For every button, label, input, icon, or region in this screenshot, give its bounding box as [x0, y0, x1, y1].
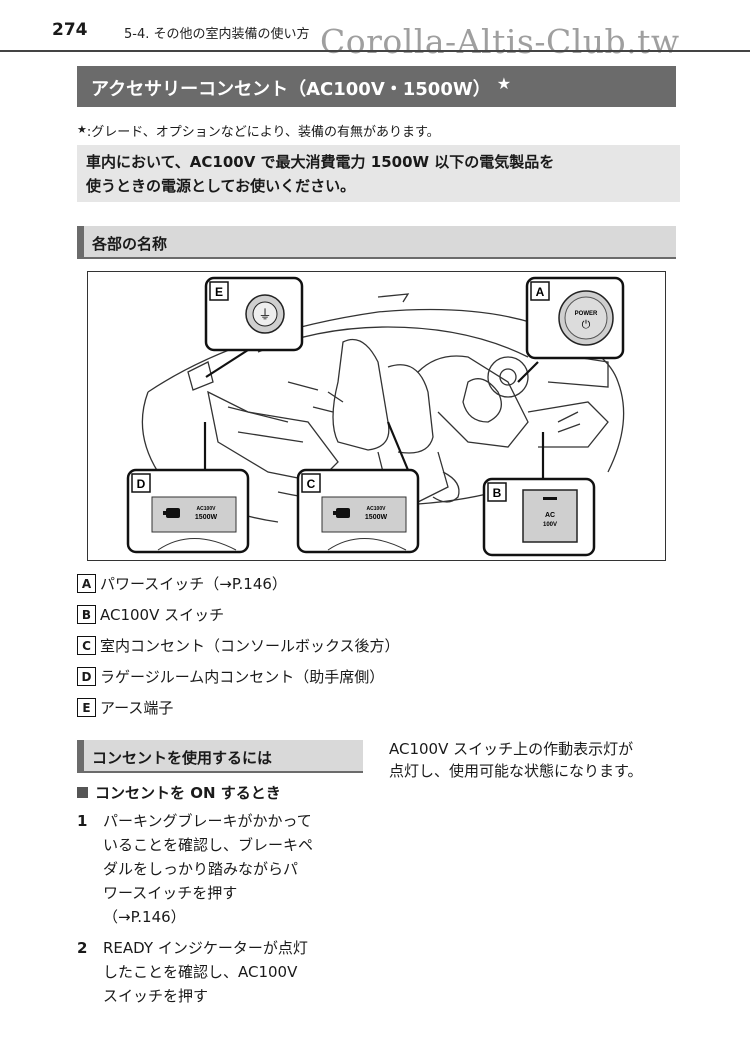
header-rule: [0, 50, 750, 52]
callout-a: A POWER ⏻: [525, 276, 625, 360]
outlet-label-2: 1500W: [365, 514, 388, 521]
star-icon: ★: [496, 74, 512, 93]
callout-c-label: C: [307, 477, 316, 491]
power-icon: ⏻: [582, 318, 591, 331]
legend-item: E アース端子: [77, 692, 400, 723]
indicator-line-1: AC100V スイッチ上の作動表示灯が: [389, 740, 634, 758]
step-text: パーキングブレーキがかかって いることを確認し、ブレーキペ ダルをしっかり踏みな…: [103, 812, 314, 926]
star-icon: ★: [77, 123, 87, 136]
legend-badge: C: [77, 636, 96, 655]
legend-item: B AC100V スイッチ: [77, 599, 400, 630]
callout-c: C AC100V 1500W: [296, 468, 420, 554]
availability-note-text: :グレード、オプションなどにより、装備の有無があります。: [86, 125, 440, 140]
availability-note: ★:グレード、オプションなどにより、装備の有無があります。: [77, 121, 440, 140]
outlet-label-1: AC100V: [197, 506, 217, 512]
step-number: 1: [77, 812, 88, 830]
indicator-explanation: AC100V スイッチ上の作動表示灯が 点灯し、使用可能な状態になります。: [389, 738, 689, 782]
watermark: Corolla-Altis-Club.tw: [320, 22, 680, 61]
callout-e-label: E: [215, 285, 223, 299]
procedure-step: 1 パーキングブレーキがかかって いることを確認し、ブレーキペ ダルをしっかり踏…: [77, 809, 367, 929]
page-title-text: アクセサリーコンセント（AC100V・1500W）: [91, 79, 491, 100]
callout-b: B AC 100V: [482, 477, 596, 557]
step-number: 2: [77, 939, 88, 957]
ground-icon: ⏚: [258, 308, 271, 323]
on-procedure-heading-text: コンセントを ON するとき: [95, 784, 281, 802]
section-path: 5-4. その他の室内装備の使い方: [124, 27, 310, 42]
legend-text: ラゲージルーム内コンセント（助手席側）: [100, 668, 385, 686]
intro-line-2: 使うときの電源としてお使いください。: [86, 177, 356, 195]
usage-section-heading: コンセントを使用するには: [77, 740, 363, 773]
legend-text: アース端子: [100, 699, 174, 717]
legend-text: パワースイッチ（→P.146）: [100, 575, 287, 593]
square-bullet-icon: [77, 787, 88, 798]
legend-badge: E: [77, 698, 96, 717]
callout-b-label: B: [493, 486, 502, 500]
procedure-steps: 1 パーキングブレーキがかかって いることを確認し、ブレーキペ ダルをしっかり踏…: [77, 809, 367, 1015]
legend-badge: B: [77, 605, 96, 624]
page-number: 274: [52, 20, 88, 40]
legend-badge: A: [77, 574, 96, 593]
switch-label-2: 100V: [543, 522, 557, 528]
legend-text: AC100V スイッチ: [100, 606, 225, 624]
page-title: アクセサリーコンセント（AC100V・1500W） ★: [77, 66, 676, 107]
interior-illustration: E ⏚ A POWER ⏻ D AC100V 1500W: [87, 271, 666, 561]
parts-section-heading: 各部の名称: [77, 226, 676, 259]
callout-a-label: A: [536, 285, 545, 299]
outlet-label-1: AC100V: [367, 506, 387, 512]
callout-d: D AC100V 1500W: [126, 468, 250, 554]
legend-text: 室内コンセント（コンソールボックス後方）: [100, 637, 400, 655]
intro-box: 車内において、AC100V で最大消費電力 1500W 以下の電気製品を 使うと…: [77, 145, 680, 202]
legend-item: D ラゲージルーム内コンセント（助手席側）: [77, 661, 400, 692]
parts-legend: A パワースイッチ（→P.146） B AC100V スイッチ C 室内コンセン…: [77, 568, 400, 723]
outlet-label-2: 1500W: [195, 514, 218, 521]
legend-item: A パワースイッチ（→P.146）: [77, 568, 400, 599]
power-label: POWER: [575, 311, 598, 317]
procedure-step: 2 READY インジケーターが点灯 したことを確認し、AC100V スイッチを…: [77, 936, 367, 1008]
step-text: READY インジケーターが点灯 したことを確認し、AC100V スイッチを押す: [103, 939, 308, 1005]
indicator-line-2: 点灯し、使用可能な状態になります。: [389, 762, 643, 780]
legend-badge: D: [77, 667, 96, 686]
callout-e: E ⏚: [204, 276, 304, 352]
legend-item: C 室内コンセント（コンソールボックス後方）: [77, 630, 400, 661]
callout-d-label: D: [137, 477, 146, 491]
on-procedure-heading: コンセントを ON するとき: [77, 782, 281, 803]
intro-line-1: 車内において、AC100V で最大消費電力 1500W 以下の電気製品を: [86, 153, 555, 171]
switch-label-1: AC: [545, 512, 555, 519]
